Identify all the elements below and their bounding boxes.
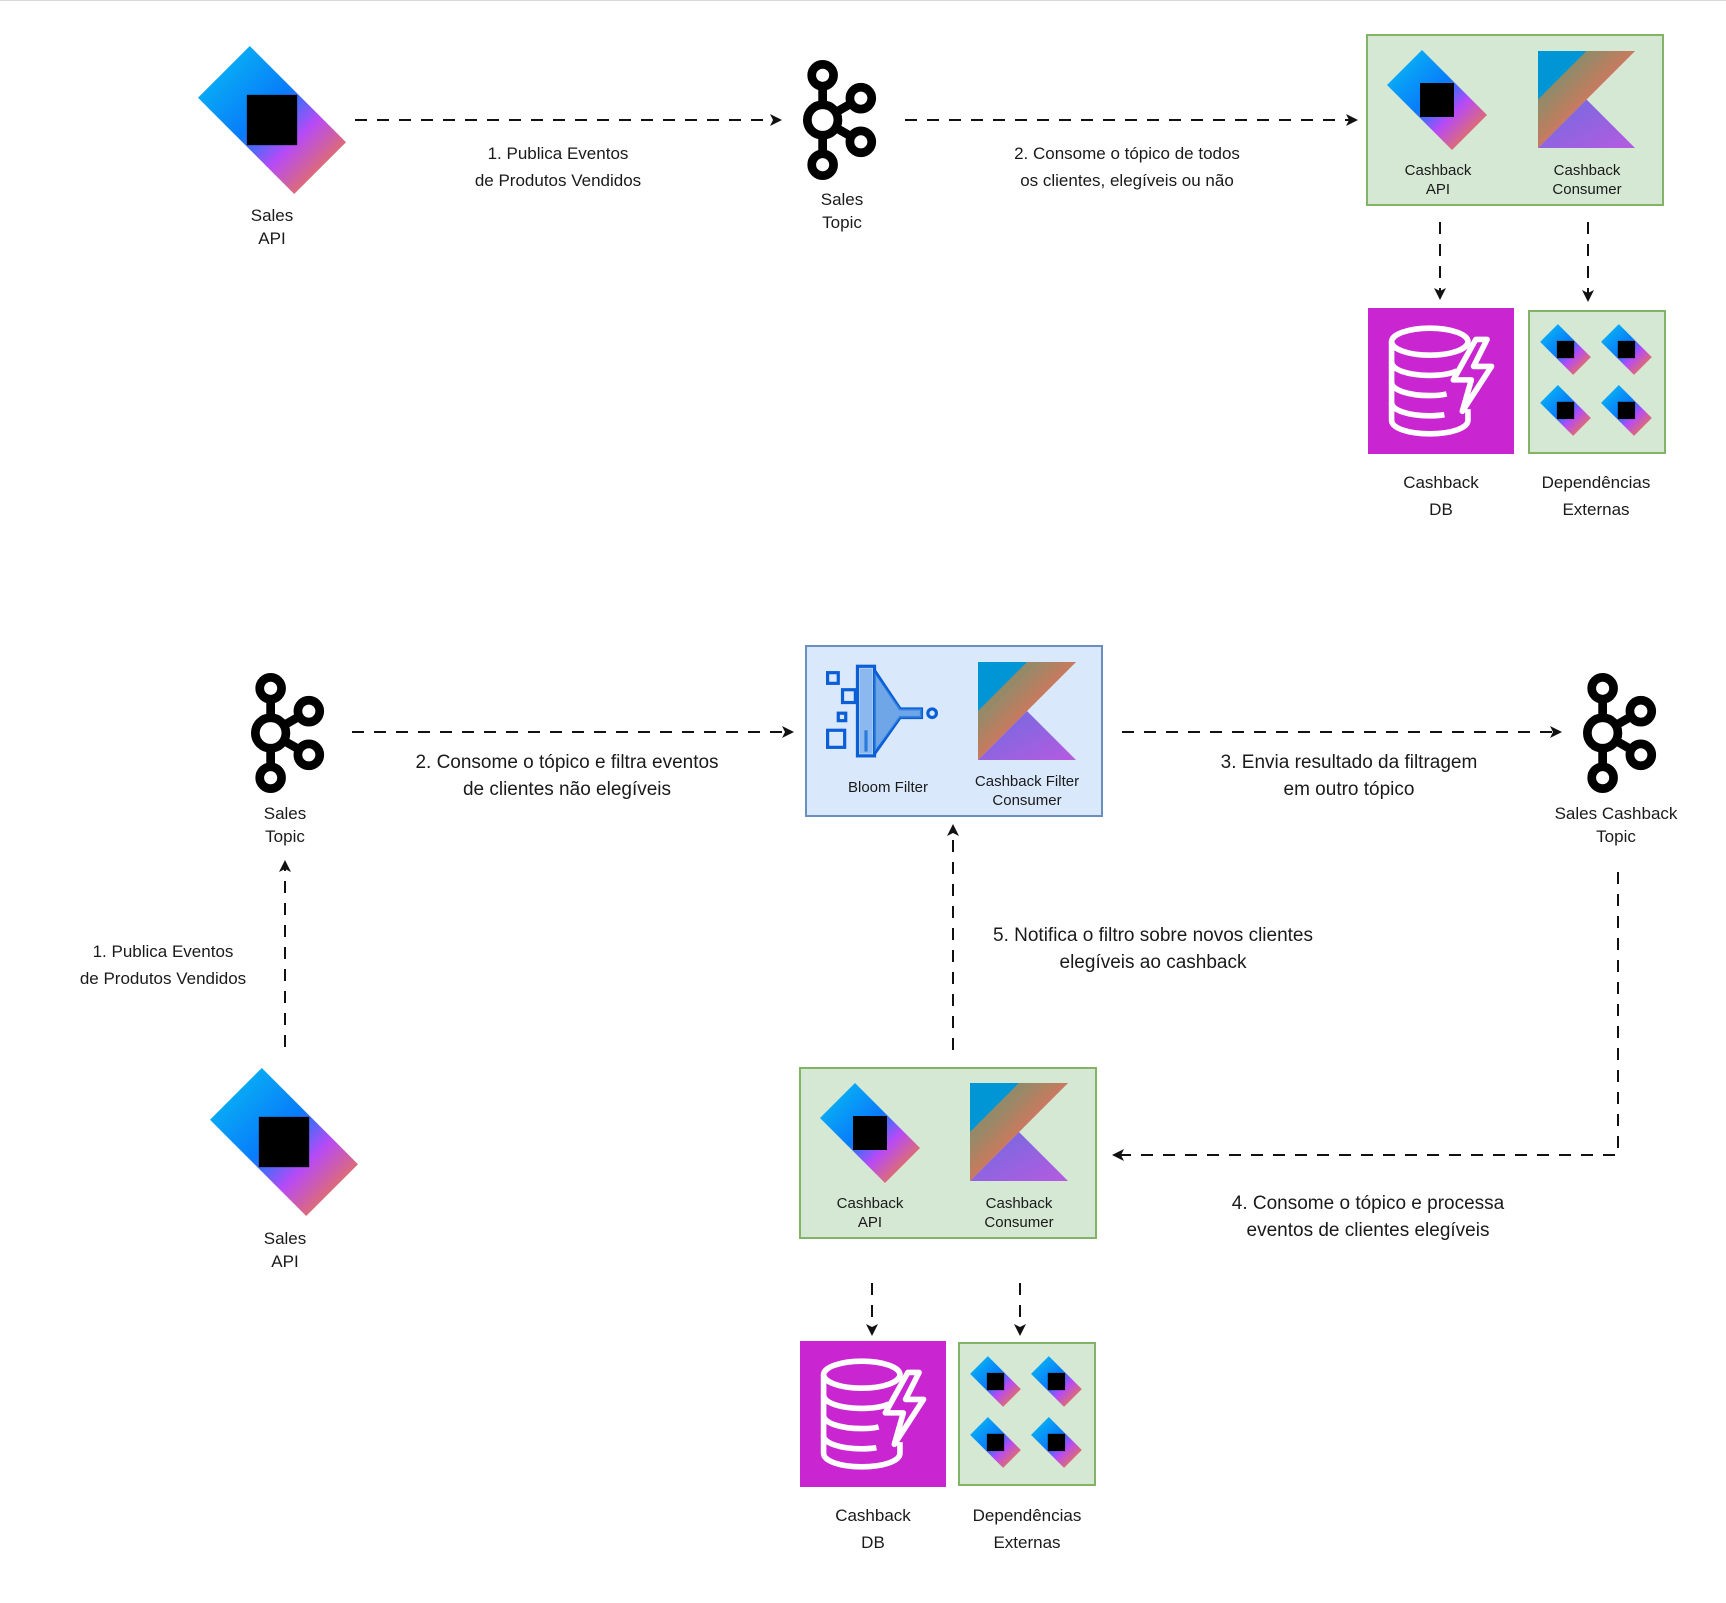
top-cashback-api-label: Cashback API <box>1405 161 1472 199</box>
label-line: Externas <box>993 1533 1061 1552</box>
label-line: em outro tópico <box>1283 779 1415 800</box>
kafka-topic-icon <box>1580 673 1658 793</box>
label-line: de clientes não elegíveis <box>462 779 672 800</box>
kafka-topic-icon <box>248 673 326 793</box>
label-line: Cashback <box>1404 162 1472 179</box>
label-line: elegíveis ao cashback <box>1059 952 1247 973</box>
label-line: Topic <box>822 212 862 232</box>
label-line: Consumer <box>984 1214 1054 1231</box>
label-line: Cashback Filter <box>974 773 1080 790</box>
label-line: API <box>1425 181 1451 198</box>
label-line: os clientes, elegíveis ou não <box>1020 171 1234 190</box>
arrow-bottom-step4 <box>1112 872 1619 1161</box>
label-line: Consumer <box>1552 181 1622 198</box>
bottom-sales-api-label: Sales API <box>264 1228 307 1274</box>
top-step1-label: 1. Publica Eventos de Produtos Vendidos <box>475 140 641 194</box>
bottom-sales-topic-label: Sales Topic <box>264 803 307 849</box>
dynamodb-icon <box>1368 308 1514 454</box>
label-line: Cashback <box>985 1195 1053 1212</box>
label-line: 2. Consome o tópico de todos <box>1014 144 1240 163</box>
label-line: Topic <box>265 826 305 846</box>
label-line: 4. Consome o tópico e processa <box>1231 1193 1505 1214</box>
bottom-step1-label: 1. Publica Eventos de Produtos Vendidos <box>80 938 246 992</box>
filter-consumer-label: Cashback Filter Consumer <box>975 772 1079 810</box>
label-line: API <box>857 1214 883 1231</box>
bloom-filter-icon <box>823 662 941 758</box>
label-line: Dependências <box>1541 473 1651 492</box>
cashback-topic-label: Sales Cashback Topic <box>1555 803 1678 849</box>
bottom-cashback-consumer-label: Cashback Consumer <box>984 1194 1053 1232</box>
kafka-topic-icon <box>800 60 878 180</box>
kotlin-icon <box>978 662 1076 760</box>
top-deps-label: Dependências Externas <box>1542 469 1651 523</box>
top-sales-topic-label: Sales Topic <box>821 189 864 235</box>
dynamodb-icon <box>800 1341 946 1487</box>
label-line: Sales <box>263 804 307 823</box>
label-line: Topic <box>1596 826 1636 846</box>
bottom-cashback-db-label: Cashback DB <box>835 1502 911 1556</box>
label-line: Sales <box>820 190 864 209</box>
sales-api-icon <box>210 1068 358 1216</box>
label-line: 3. Envia resultado da filtragem <box>1220 752 1478 773</box>
bottom-cashback-api-label: Cashback API <box>837 1194 904 1232</box>
bottom-step5-label: 5. Notifica o filtro sobre novos cliente… <box>993 922 1313 976</box>
label-line: 2. Consome o tópico e filtra eventos <box>415 752 719 773</box>
cashback-api-icon <box>1387 50 1487 150</box>
bloom-filter-label: Bloom Filter <box>847 779 929 796</box>
top-step2-label: 2. Consome o tópico de todos os clientes… <box>1014 140 1240 194</box>
bottom-step2-label: 2. Consome o tópico e filtra eventos de … <box>415 749 718 803</box>
label-line: de Produtos Vendidos <box>79 969 247 988</box>
label-line: Cashback <box>836 1195 904 1212</box>
label-line: Externas <box>1562 500 1630 519</box>
label-line: Cashback <box>1403 473 1479 492</box>
label-line: 1. Publica Eventos <box>487 144 629 163</box>
dependencies-icon <box>1532 315 1664 449</box>
label-line: DB <box>861 1533 885 1552</box>
label-line: 5. Notifica o filtro sobre novos cliente… <box>993 925 1313 946</box>
label-line: Consumer <box>992 792 1062 809</box>
label-line: Cashback <box>1553 162 1621 179</box>
top-cashback-consumer-label: Cashback Consumer <box>1552 161 1621 199</box>
sales-api-icon <box>198 46 346 194</box>
bottom-step3-label: 3. Envia resultado da filtragem em outro… <box>1221 749 1478 803</box>
label-line: API <box>271 1251 299 1271</box>
label-line: eventos de clientes elegíveis <box>1246 1220 1490 1241</box>
label-line: Sales <box>263 1229 307 1248</box>
label-line: de Produtos Vendidos <box>474 171 642 190</box>
bottom-step4-label: 4. Consome o tópico e processa eventos d… <box>1232 1190 1505 1244</box>
label-line: Sales Cashback <box>1554 804 1678 823</box>
kotlin-icon <box>970 1083 1068 1181</box>
label-line: Sales <box>250 206 294 225</box>
label-line: Dependências <box>972 1506 1082 1525</box>
label-line: DB <box>1429 500 1453 519</box>
top-sales-api-label: Sales API <box>251 205 294 251</box>
label-line: API <box>258 228 286 248</box>
bottom-deps-label: Dependências Externas <box>973 1502 1082 1556</box>
top-divider <box>0 0 1726 1</box>
kotlin-icon <box>1538 51 1635 148</box>
dependencies-icon <box>962 1347 1094 1481</box>
label-line: Cashback <box>835 1506 911 1525</box>
top-cashback-db-label: Cashback DB <box>1403 469 1479 523</box>
cashback-api-icon <box>820 1083 920 1183</box>
label-line: 1. Publica Eventos <box>92 942 234 961</box>
